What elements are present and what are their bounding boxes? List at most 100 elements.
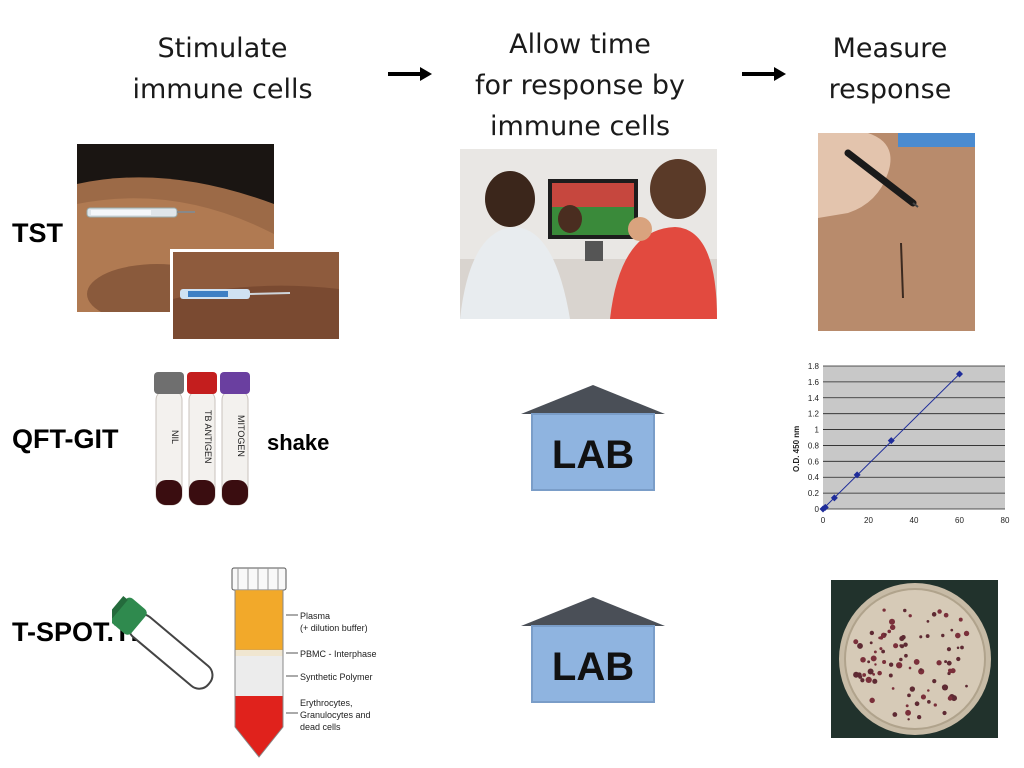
lab-label: LAB bbox=[552, 645, 634, 689]
elispot-spot bbox=[882, 608, 886, 612]
skin-measure-photo bbox=[818, 133, 975, 331]
elispot-spot bbox=[927, 700, 931, 704]
chart-data-point bbox=[830, 494, 838, 502]
elispot-spot bbox=[872, 673, 876, 676]
elispot-spot bbox=[899, 635, 905, 642]
elispot-spot bbox=[950, 628, 954, 632]
tube-label-dead-cells: dead cells bbox=[300, 722, 341, 732]
elispot-spot bbox=[874, 663, 877, 666]
elispot-spot bbox=[956, 656, 961, 662]
chart-y-tick-label: 1.4 bbox=[808, 394, 820, 403]
qft-tube-label: MITOGEN bbox=[236, 415, 246, 457]
elispot-spot bbox=[881, 649, 886, 654]
elispot-spot bbox=[865, 676, 872, 684]
elispot-spot bbox=[946, 660, 952, 666]
elispot-spot bbox=[963, 630, 970, 637]
elispot-spot bbox=[888, 662, 894, 667]
chart-data-point bbox=[956, 370, 963, 378]
elispot-spot bbox=[888, 618, 896, 625]
tube-label-pbmc: PBMC - Interphase bbox=[300, 649, 377, 659]
elispot-spot bbox=[931, 612, 937, 617]
elispot-spot bbox=[914, 701, 920, 707]
elispot-spot bbox=[941, 684, 949, 691]
elispot-spot bbox=[917, 715, 922, 720]
elispot-spot bbox=[936, 660, 942, 666]
chart-data-point bbox=[853, 471, 861, 479]
elispot-spot bbox=[870, 655, 877, 662]
chart-data-point bbox=[887, 437, 895, 445]
elispot-spot bbox=[882, 659, 887, 664]
elispot-spot bbox=[943, 612, 949, 618]
row-label-qft-git: QFT-GIT bbox=[12, 424, 119, 454]
header-stimulate: Stimulate immune cells bbox=[132, 33, 313, 105]
arrow-right-icon bbox=[388, 67, 432, 81]
elispot-spot bbox=[891, 687, 895, 690]
elispot-spot bbox=[908, 666, 912, 670]
separation-tube-diagram: Plasma (+ dilution buffer) PBMC - Interp… bbox=[231, 567, 377, 758]
lab-house-icon: LAB bbox=[521, 597, 665, 703]
elispot-well-photo bbox=[831, 580, 998, 738]
chart-y-tick-label: 0 bbox=[815, 505, 820, 514]
elispot-spot bbox=[892, 712, 898, 717]
chart-x-tick-label: 0 bbox=[821, 516, 826, 525]
elispot-spot bbox=[927, 689, 930, 692]
elispot-spot bbox=[853, 671, 860, 678]
elispot-spot bbox=[889, 624, 896, 630]
chart-x-tick-label: 60 bbox=[955, 516, 964, 525]
header-allow-time: Allow time for response by immune cells bbox=[474, 29, 686, 142]
tube-label-erythrocytes: Erythrocytes, bbox=[300, 698, 353, 708]
chart-x-tick-label: 20 bbox=[864, 516, 873, 525]
elispot-spot bbox=[867, 668, 874, 675]
elispot-spot bbox=[941, 633, 945, 638]
elispot-spot bbox=[867, 660, 871, 664]
elispot-spot bbox=[903, 608, 907, 613]
elispot-spot bbox=[860, 656, 866, 663]
lab-house-icon: LAB bbox=[521, 385, 665, 491]
tube-label-plasma: Plasma bbox=[300, 611, 330, 621]
elispot-spot bbox=[926, 619, 930, 623]
tube-label-plasma-sub: (+ dilution buffer) bbox=[300, 623, 368, 633]
chart-y-tick-label: 0.4 bbox=[808, 473, 820, 482]
elispot-spot bbox=[948, 668, 952, 673]
elispot-spot bbox=[932, 679, 937, 684]
elispot-spot bbox=[858, 674, 863, 679]
elispot-spot bbox=[893, 643, 899, 649]
chart-x-tick-label: 40 bbox=[910, 516, 919, 525]
lab-label: LAB bbox=[552, 433, 634, 477]
chart-y-axis-label: O.D. 450 nm bbox=[792, 426, 801, 472]
qft-tubes-photo: NIL TB ANTIGEN MITOGEN bbox=[154, 372, 250, 506]
elispot-spot bbox=[899, 657, 903, 662]
chart-plot-area bbox=[823, 366, 1005, 509]
elispot-spot bbox=[909, 686, 916, 692]
elispot-spot bbox=[920, 694, 927, 700]
elispot-spot bbox=[907, 693, 911, 698]
elispot-spot bbox=[919, 668, 923, 671]
injection-closeup-photo bbox=[170, 249, 342, 342]
elispot-spot bbox=[903, 642, 908, 647]
elispot-spot bbox=[956, 646, 960, 650]
elispot-spot bbox=[878, 636, 882, 640]
elispot-spot bbox=[857, 643, 863, 649]
elispot-spot bbox=[879, 647, 883, 651]
elispot-spot bbox=[896, 662, 903, 669]
elispot-spot bbox=[919, 635, 923, 639]
elispot-spot bbox=[958, 617, 963, 622]
elispot-spot bbox=[960, 645, 964, 650]
header-measure: Measure response bbox=[828, 33, 952, 105]
arrow-right-icon bbox=[742, 67, 786, 81]
elispot-spot bbox=[955, 632, 961, 639]
elispot-spot bbox=[904, 653, 908, 658]
chart-data-point bbox=[821, 503, 829, 511]
elispot-spot bbox=[860, 678, 865, 683]
elispot-spot bbox=[942, 710, 947, 716]
elispot-spot bbox=[869, 697, 875, 704]
elispot-spot bbox=[877, 670, 882, 676]
row-label-tst: TST bbox=[12, 218, 63, 248]
chart-y-tick-label: 1.6 bbox=[808, 378, 820, 387]
tube-label-granulocytes: Granulocytes and bbox=[300, 710, 371, 720]
elispot-spot bbox=[884, 633, 887, 636]
chart-y-tick-label: 0.8 bbox=[808, 441, 820, 450]
shake-label: shake bbox=[267, 430, 330, 455]
elispot-spot bbox=[873, 650, 877, 654]
